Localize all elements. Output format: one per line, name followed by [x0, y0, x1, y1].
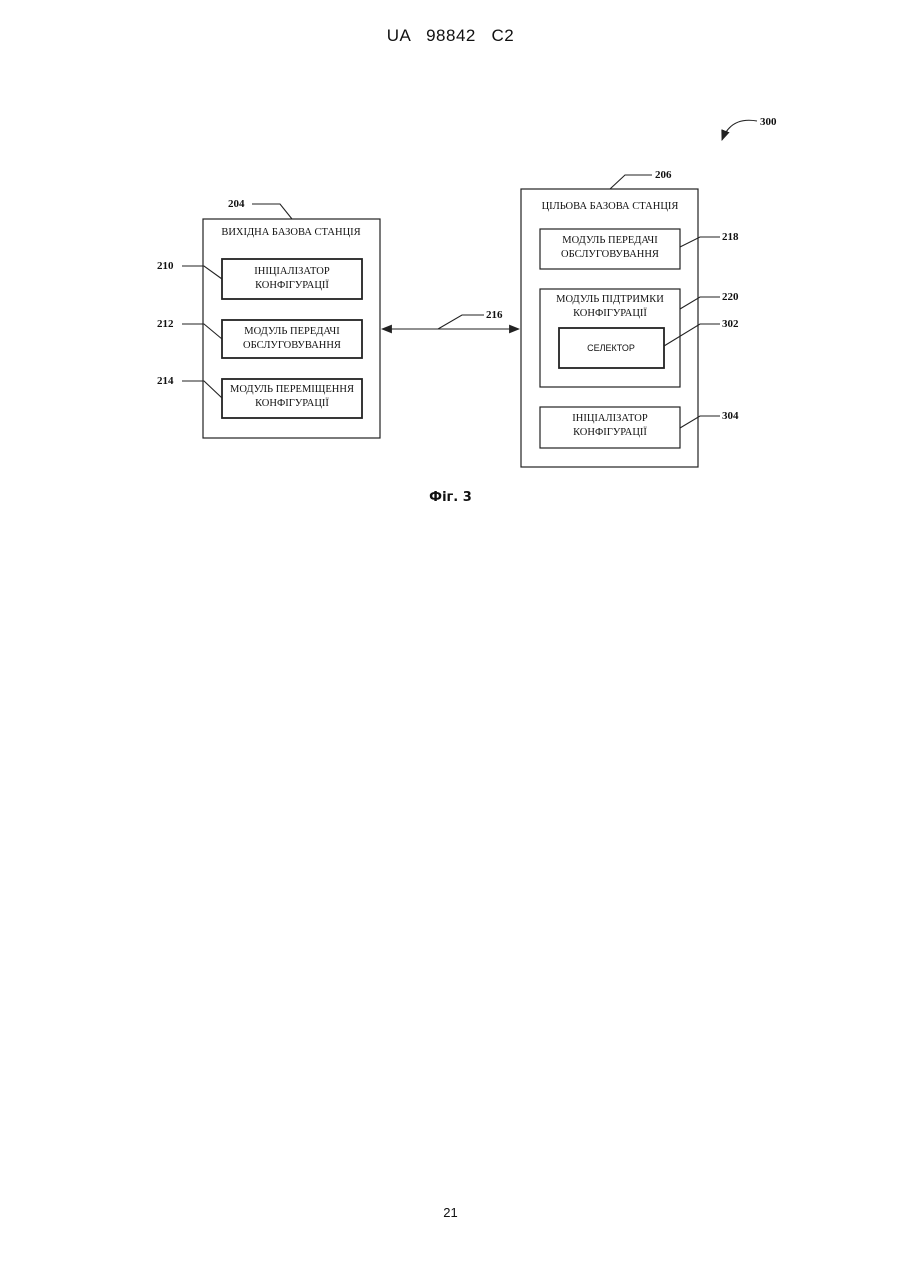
target-station-ref: 206 — [655, 169, 672, 181]
module-214-leader — [182, 381, 222, 398]
figure-caption: Фіг. 3 — [0, 490, 901, 505]
module-214-line2: КОНФІГУРАЦІЇ — [255, 397, 329, 409]
source-station-ref: 204 — [228, 198, 245, 210]
module-210-ref: 210 — [157, 260, 174, 272]
selector-label: СЕЛЕКТОР — [587, 343, 635, 353]
module-210-line2: КОНФІГУРАЦІЇ — [255, 279, 329, 291]
module-220-line2: КОНФІГУРАЦІЇ — [573, 307, 647, 319]
link-216-ref: 216 — [486, 309, 503, 321]
link-216-leader — [438, 315, 484, 329]
source-station-title: ВИХІДНА БАЗОВА СТАНЦІЯ — [221, 227, 360, 238]
module-304-line2: КОНФІГУРАЦІЇ — [573, 426, 647, 438]
target-station-leader — [610, 175, 652, 189]
module-220-leader — [680, 297, 720, 309]
selector-leader — [664, 324, 720, 346]
figure-ref-300: 300 — [760, 116, 777, 128]
module-214-ref: 214 — [157, 375, 174, 387]
module-212-line1: МОДУЛЬ ПЕРЕДАЧІ — [244, 326, 340, 337]
module-304-line1: ІНІЦІАЛІЗАТОР — [572, 413, 648, 424]
module-210-line1: ІНІЦІАЛІЗАТОР — [254, 266, 330, 277]
module-214-line1: МОДУЛЬ ПЕРЕМІЩЕННЯ — [230, 384, 354, 395]
module-220-ref: 220 — [722, 291, 739, 303]
selector-ref: 302 — [722, 318, 739, 330]
module-210-box — [222, 259, 362, 299]
module-212-line2: ОБСЛУГОВУВАННЯ — [243, 340, 341, 351]
module-304-ref: 304 — [722, 410, 739, 422]
figure-ref-arrow — [722, 120, 757, 140]
module-218-line2: ОБСЛУГОВУВАННЯ — [561, 249, 659, 260]
module-220-line1: МОДУЛЬ ПІДТРИМКИ — [556, 294, 664, 305]
module-210-leader — [182, 266, 222, 279]
module-212-ref: 212 — [157, 318, 174, 330]
target-station-title: ЦІЛЬОВА БАЗОВА СТАНЦІЯ — [542, 201, 679, 212]
page-number: 21 — [0, 1205, 901, 1220]
module-218-ref: 218 — [722, 231, 739, 243]
source-station-leader — [252, 204, 292, 219]
module-304-leader — [680, 416, 720, 428]
module-212-leader — [182, 324, 222, 339]
module-218-line1: МОДУЛЬ ПЕРЕДАЧІ — [562, 235, 658, 246]
module-218-leader — [680, 237, 720, 247]
